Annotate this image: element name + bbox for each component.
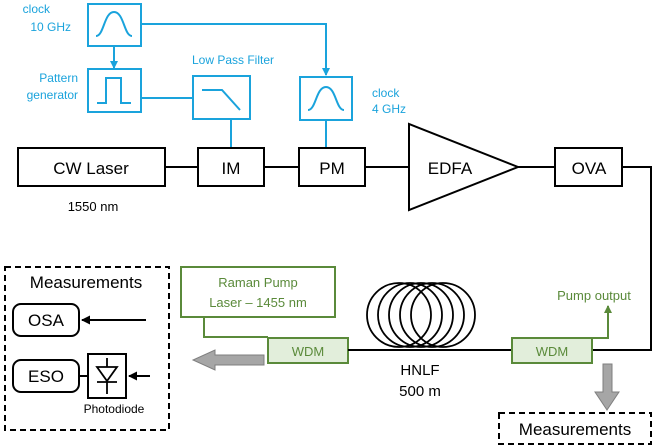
photodiode-label: Photodiode	[84, 402, 145, 416]
edfa-amplifier-triangle	[408, 122, 521, 212]
ova-label: OVA	[572, 159, 607, 178]
bottom-measurements-box	[498, 412, 652, 445]
pm-label: PM	[319, 159, 345, 178]
pm-box	[298, 147, 366, 187]
cw-laser-box	[17, 147, 166, 187]
wdm-left-label: WDM	[292, 344, 325, 359]
hnlf-length-label: 500 m	[399, 383, 441, 400]
osa-box	[12, 303, 80, 337]
raman-pump-laser-box	[180, 266, 336, 318]
raman-pump-label-2: Laser – 1455 nm	[209, 295, 307, 310]
fiber-loop-line	[592, 166, 652, 351]
hnlf-coil-icon	[366, 282, 476, 348]
osa-label: OSA	[28, 311, 65, 330]
bottom-measurements-panel: Measurements	[498, 412, 652, 445]
pump-output-arrow	[592, 305, 612, 339]
sine-wave-icon	[307, 85, 345, 111]
clock-4ghz-label-1: clock	[372, 86, 400, 100]
low-pass-filter-box	[192, 75, 251, 120]
pump-feed-line	[203, 317, 268, 338]
measurements-title: Measurements	[30, 273, 142, 292]
im-label: IM	[222, 159, 241, 178]
wdm-right-label: WDM	[536, 344, 569, 359]
lpf-label: Low Pass Filter	[192, 53, 274, 67]
edfa-label: EDFA	[428, 159, 473, 178]
output-to-measurements-arrow	[191, 349, 265, 371]
nonlinear-section: Raman Pump Laser – 1455 nm WDM HNLF 500 …	[180, 266, 631, 411]
bottom-measurements-label: Measurements	[519, 420, 631, 439]
clock-10ghz-label-1: clock	[23, 2, 51, 16]
pattern-generator-label-2: generator	[27, 88, 78, 102]
photodiode-icon	[95, 358, 119, 394]
measurements-box	[4, 266, 170, 431]
pattern-generator-box	[87, 68, 142, 113]
wavelength-label: 1550 nm	[68, 199, 119, 214]
clock-10ghz-box	[87, 3, 142, 47]
electrical-drive-section: clock 10 GHz Pattern generator Low Pass …	[23, 2, 406, 148]
eso-label: ESO	[28, 367, 64, 386]
sine-wave-icon	[95, 10, 133, 37]
pattern-generator-label-1: Pattern	[39, 71, 78, 85]
pulse-icon	[97, 77, 131, 104]
clock-10ghz-label-2: 10 GHz	[30, 20, 71, 34]
filter-response-icon	[202, 89, 241, 111]
optical-chain: CW Laser 1550 nm IM PM EDFA OVA	[17, 122, 652, 351]
cw-laser-label: CW Laser	[53, 159, 129, 178]
raman-pump-label-1: Raman Pump	[218, 275, 297, 290]
measurements-panel: Measurements OSA ESO Photodiode	[4, 266, 170, 431]
wdm-left-box	[267, 337, 349, 364]
clock-4ghz-box	[299, 76, 353, 121]
clock-to-clock4-arrow	[141, 23, 330, 76]
clock-4ghz-label-2: 4 GHz	[372, 102, 406, 116]
hnlf-label: HNLF	[400, 362, 439, 379]
wdm-right-box	[511, 337, 593, 364]
to-bottom-measurements-arrow	[594, 363, 620, 411]
pump-output-label: Pump output	[557, 288, 631, 303]
